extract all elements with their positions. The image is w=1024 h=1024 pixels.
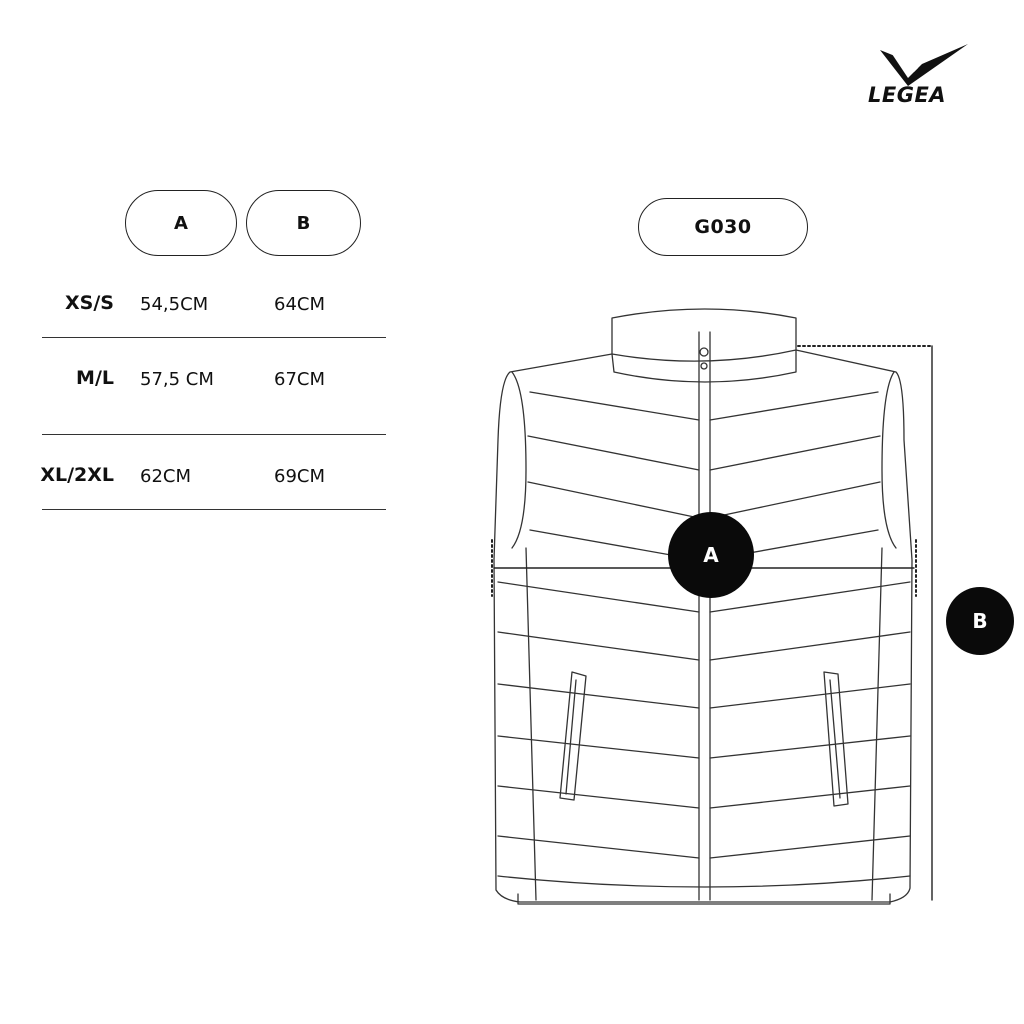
size-label: M/L	[76, 367, 114, 389]
left-armhole	[511, 371, 527, 549]
logo-swoosh-icon	[880, 44, 968, 86]
size-row: M/L 57,5 CM 67CM	[42, 367, 386, 407]
left-pocket	[559, 671, 587, 801]
row-divider	[42, 337, 386, 338]
measurement-a-marker: A	[668, 512, 754, 598]
measure-a-value: 57,5 CM	[140, 369, 214, 390]
measure-b-value: 67CM	[274, 369, 326, 390]
brand-name: LEGEA	[868, 83, 947, 107]
column-header-a: A	[125, 190, 237, 256]
size-row: XL/2XL 62CM 69CM	[40, 464, 386, 504]
right-pocket	[823, 671, 849, 807]
vest-collar	[611, 308, 797, 362]
column-header-b: B	[246, 190, 361, 256]
measure-a-value: 62CM	[140, 466, 192, 487]
row-divider	[42, 434, 386, 435]
legea-logo: LEGEA	[866, 42, 978, 112]
measure-a-value: 54,5CM	[140, 294, 209, 315]
vest-body-outline	[493, 349, 913, 903]
vest-drawing	[491, 308, 933, 905]
measurement-b-marker: B	[946, 587, 1014, 655]
vest-hem	[497, 875, 911, 888]
row-divider	[42, 509, 386, 510]
size-label: XL/2XL	[40, 464, 114, 486]
measure-b-value: 69CM	[274, 466, 326, 487]
size-row: XS/S 54,5CM 64CM	[42, 292, 386, 332]
size-label: XS/S	[65, 292, 114, 314]
right-armhole	[881, 371, 897, 549]
center-zipper	[698, 331, 711, 901]
measure-b-value: 64CM	[274, 294, 326, 315]
product-code-badge: G030	[638, 198, 808, 256]
